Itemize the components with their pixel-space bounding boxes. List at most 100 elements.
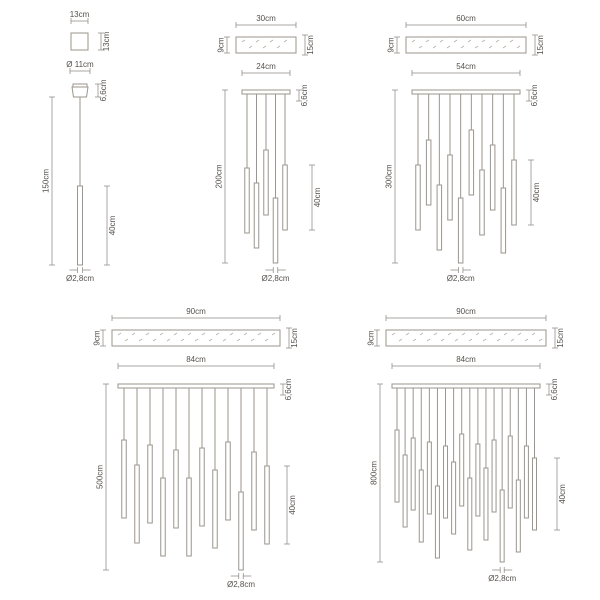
ceiling-box-top-view [405,36,527,54]
dim-top-width: 60cm [456,14,476,23]
led-mark [152,338,157,342]
dim-top-side: 15cm [536,35,545,55]
pendant-tube [425,139,432,206]
led-mark [236,338,241,342]
led-mark [283,39,288,43]
led-mark [138,338,143,342]
dim-canopy-width: 24cm [256,62,276,71]
dim-tube-length: 40cm [313,187,322,207]
pendant-tube [467,477,473,551]
dim-drop: 200cm [215,164,224,188]
pendant-tube [253,182,260,249]
led-mark [173,332,178,336]
canopy-bar [391,383,541,389]
dim-top-depth: 9cm [217,37,226,52]
led-mark [502,45,507,49]
dim-top-side: 13cm [102,31,111,51]
pendant-tube [468,129,475,196]
led-mark [222,338,227,342]
led-mark [524,338,529,342]
pendant-tube [483,467,489,541]
dim-canopy-height: 6,6cm [530,84,539,106]
dim-canopy-width: 84cm [456,355,476,364]
ceiling-box-top-view [111,329,281,347]
led-mark [250,338,255,342]
led-mark [145,332,150,336]
pendant-tube [457,197,464,264]
pendant-tube [532,457,537,531]
dim-top-width: 30cm [256,14,276,23]
dim-tube-length: 40cm [558,484,567,504]
led-mark [269,39,274,43]
ceiling-box-top-view [70,32,89,51]
pendant-tube [426,441,432,515]
pendant-tube [134,464,140,544]
led-mark [489,332,494,336]
pendant-tube [282,164,288,231]
pendant-tube [489,144,496,211]
pendant-tube [434,485,440,559]
dim-top-side: 15cm [306,35,315,55]
pendant-tube [443,445,449,519]
dim-top-width: 13cm [70,10,90,19]
led-mark [166,338,171,342]
led-mark [531,332,536,336]
canopy-bar [241,89,291,95]
led-mark [271,332,276,336]
dim-top-side: 15cm [290,328,299,348]
led-mark [201,332,206,336]
led-mark [446,45,451,49]
led-mark [503,332,508,336]
pendant-tube [511,159,517,226]
dim-tube-length: 40cm [532,182,541,202]
dim-tube-diameter: Ø2,8cm [261,274,289,283]
led-mark [187,332,192,336]
dim-canopy-height: 6,6cm [99,79,108,101]
led-mark [159,332,164,336]
pendant-tube [479,169,485,236]
dim-canopy-width: 84cm [186,355,206,364]
dim-tube-diameter: Ø2,8cm [66,274,94,283]
led-mark [488,45,493,49]
pendant-tube [173,449,179,529]
led-mark [510,338,515,342]
led-mark [475,332,480,336]
pendant-tube [515,479,521,553]
dim-drop: 300cm [385,164,394,188]
led-mark [229,332,234,336]
pendant-tube [415,164,421,231]
led-mark [241,39,246,43]
pendant-tube [410,437,416,511]
led-mark [419,332,424,336]
pendant-tube [238,491,244,571]
led-mark [276,45,281,49]
led-mark [516,45,521,49]
dim-canopy-height: 6,6cm [300,84,309,106]
led-mark [433,332,438,336]
pendant-tube [436,184,443,251]
dim-top-depth: 9cm [387,37,396,52]
dim-top-width: 90cm [186,307,206,316]
led-mark [432,45,437,49]
led-mark [538,338,543,342]
dim-canopy-height: 6,6cm [284,378,293,400]
led-mark [495,39,500,43]
pendant-tube [418,469,424,543]
led-mark [474,45,479,49]
led-mark [468,338,473,342]
canopy-bar [411,89,521,95]
led-mark [264,338,269,342]
led-mark [257,332,262,336]
led-mark [496,338,501,342]
led-mark [426,338,431,342]
led-mark [243,332,248,336]
pendant-tube [402,454,408,528]
pendant-tube [475,443,481,517]
pendant-tube [499,489,505,563]
pendant-tube [199,447,205,527]
